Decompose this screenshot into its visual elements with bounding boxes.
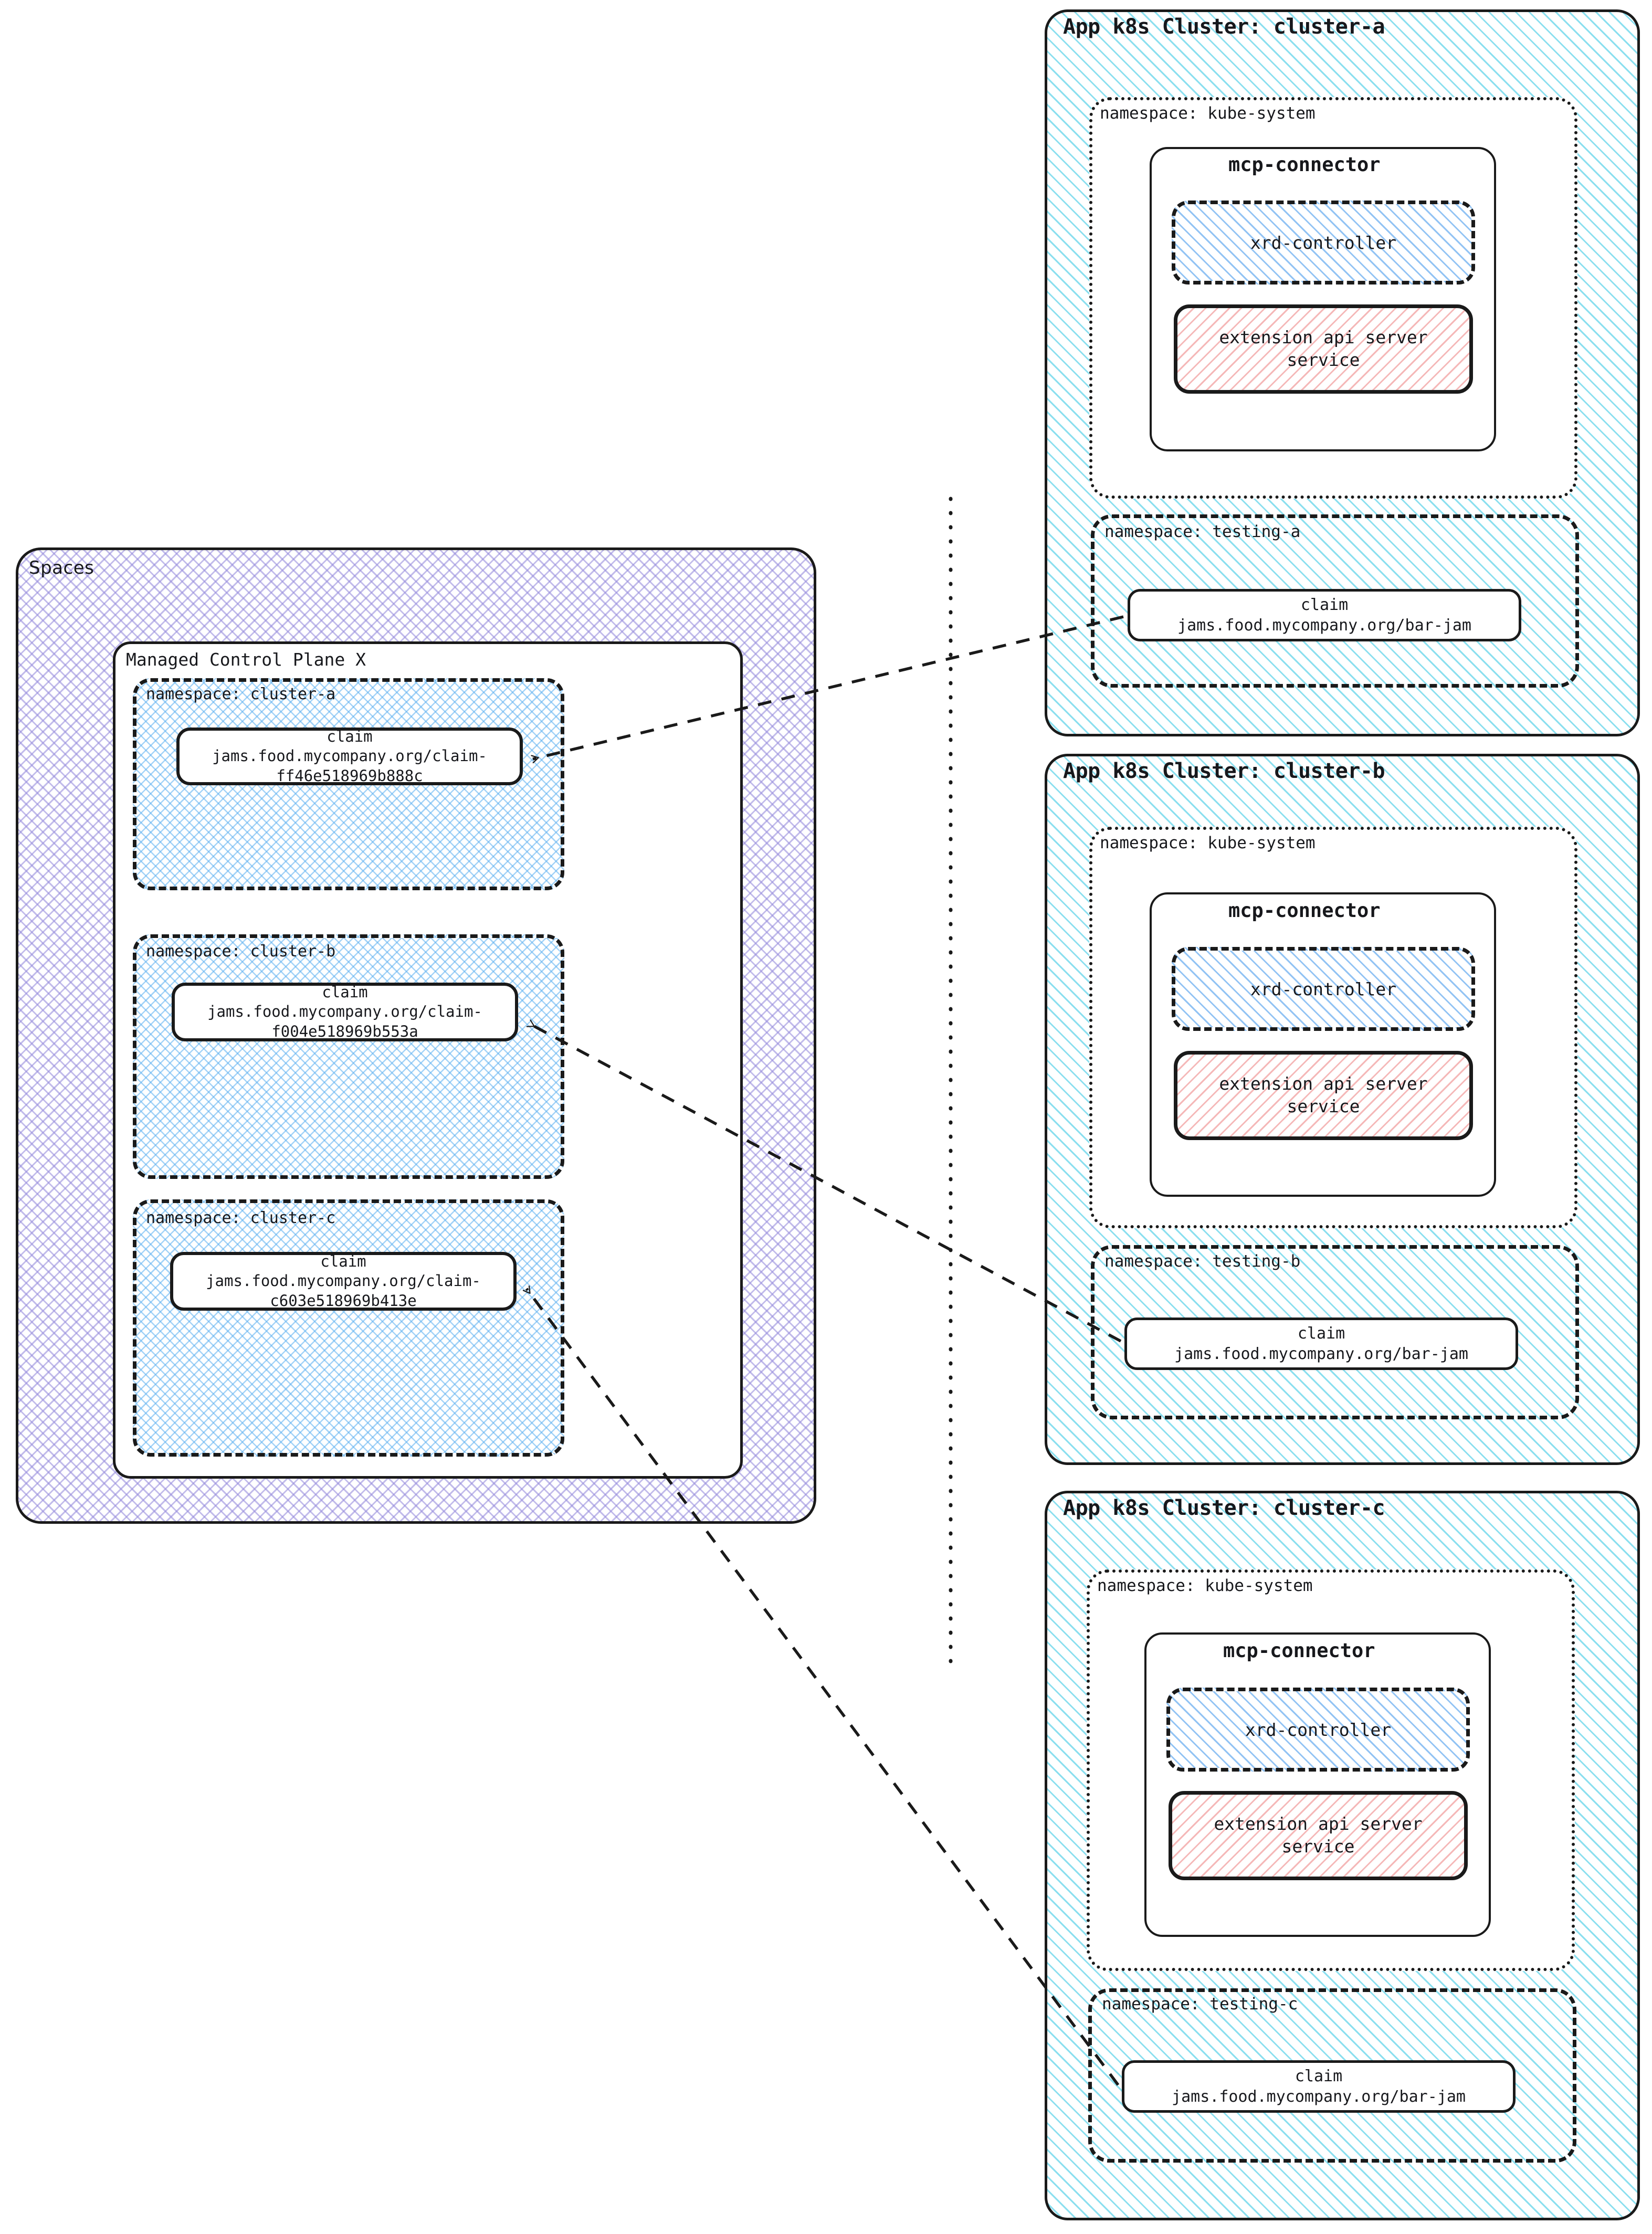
claim-kind: claim — [1297, 1324, 1345, 1343]
cluster-c-xrd-controller[interactable]: xrd-controller — [1166, 1688, 1470, 1772]
cluster-b-mcp-connector — [1150, 892, 1496, 1197]
cluster-c-namespace-testing-label: namespace: testing-c — [1102, 1995, 1298, 2014]
extapi-line2: service — [1287, 350, 1360, 370]
claim-card-cluster-c[interactable]: claim jams.food.mycompany.org/claim- c60… — [170, 1252, 517, 1311]
extapi-line1: extension api server — [1219, 327, 1428, 348]
cluster-b-namespace-testing-label: namespace: testing-b — [1104, 1252, 1301, 1271]
cluster-b-namespace-kube-system-label: namespace: kube-system — [1100, 834, 1316, 852]
cluster-c-namespace-kube-system-label: namespace: kube-system — [1097, 1576, 1313, 1595]
cluster-a-xrd-controller[interactable]: xrd-controller — [1172, 201, 1475, 284]
cluster-c-mcp-connector — [1144, 1632, 1491, 1937]
claim-kind: claim — [327, 728, 373, 746]
namespace-cluster-a-label: namespace: cluster-a — [146, 685, 336, 703]
claim-card-cluster-a[interactable]: claim jams.food.mycompany.org/claim- ff4… — [176, 728, 523, 785]
claim-ref: jams.food.mycompany.org/bar-jam — [1174, 1345, 1468, 1363]
cluster-b-xrd-controller[interactable]: xrd-controller — [1172, 947, 1475, 1031]
claim-ref: jams.food.mycompany.org/bar-jam — [1172, 2088, 1466, 2106]
cluster-c-extension-api-server-service[interactable]: extension api server service — [1169, 1791, 1468, 1880]
cluster-a-testing-claim[interactable]: claim jams.food.mycompany.org/bar-jam — [1128, 589, 1521, 641]
cluster-a-namespace-kube-system-label: namespace: kube-system — [1100, 104, 1316, 123]
cluster-b-title: App k8s Cluster: cluster-b — [1063, 759, 1385, 783]
extapi-line2: service — [1287, 1096, 1360, 1116]
cluster-b-mcp-connector-title: mcp-connector — [1228, 899, 1381, 922]
claim-ref: jams.food.mycompany.org/bar-jam — [1177, 616, 1471, 635]
namespace-cluster-c — [133, 1199, 564, 1457]
managed-control-plane-label: Managed Control Plane X — [126, 649, 366, 670]
cluster-b-testing-claim[interactable]: claim jams.food.mycompany.org/bar-jam — [1124, 1318, 1518, 1370]
extapi-line1: extension api server — [1219, 1073, 1428, 1094]
cluster-a-mcp-connector — [1150, 147, 1496, 451]
namespace-cluster-b — [133, 934, 564, 1179]
claim-kind: claim — [320, 1252, 366, 1271]
claim-ref-line1: jams.food.mycompany.org/claim- — [212, 747, 487, 765]
cluster-c-testing-claim[interactable]: claim jams.food.mycompany.org/bar-jam — [1122, 2060, 1516, 2113]
cluster-a-extension-api-server-service[interactable]: extension api server service — [1174, 304, 1473, 394]
cluster-a-title: App k8s Cluster: cluster-a — [1063, 15, 1385, 39]
claim-ref-line2: ff46e518969b888c — [276, 766, 423, 785]
claim-ref-line1: jams.food.mycompany.org/claim- — [206, 1272, 481, 1290]
claim-ref-line1: jams.food.mycompany.org/claim- — [207, 1003, 482, 1021]
claim-ref-line2: c603e518969b413e — [270, 1291, 417, 1310]
cluster-c-mcp-connector-title: mcp-connector — [1223, 1639, 1375, 1662]
claim-card-cluster-b[interactable]: claim jams.food.mycompany.org/claim- f00… — [172, 983, 518, 1041]
namespace-cluster-c-label: namespace: cluster-c — [146, 1209, 336, 1227]
claim-kind: claim — [1295, 2067, 1343, 2085]
cluster-a-namespace-testing — [1091, 514, 1579, 688]
claim-kind: claim — [322, 983, 368, 1002]
cluster-b-extension-api-server-service[interactable]: extension api server service — [1174, 1051, 1473, 1140]
extapi-line1: extension api server — [1214, 1814, 1423, 1835]
extapi-line2: service — [1281, 1836, 1355, 1857]
claim-ref-line2: f004e518969b553a — [271, 1022, 418, 1040]
cluster-a-mcp-connector-title: mcp-connector — [1228, 153, 1381, 176]
namespace-cluster-b-label: namespace: cluster-b — [146, 942, 336, 961]
cluster-a-namespace-testing-label: namespace: testing-a — [1104, 522, 1301, 541]
spaces-label: Spaces — [29, 557, 94, 578]
claim-kind: claim — [1300, 596, 1349, 614]
cluster-c-title: App k8s Cluster: cluster-c — [1063, 1496, 1385, 1520]
